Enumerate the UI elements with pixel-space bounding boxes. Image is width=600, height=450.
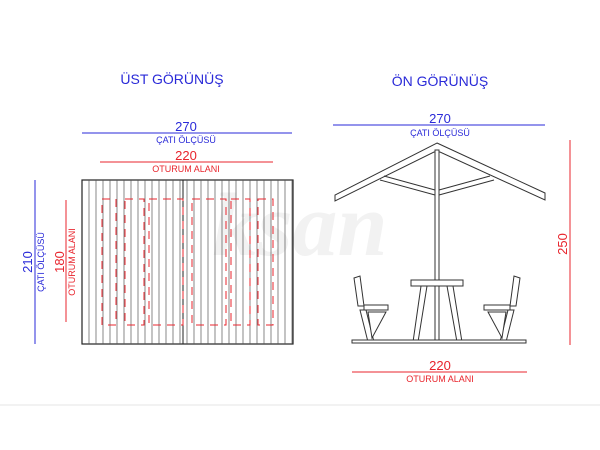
height-value: 250	[555, 233, 570, 255]
table-outline	[124, 198, 145, 326]
roof-outline	[81, 179, 294, 345]
roof-brace	[379, 179, 436, 196]
front-view-title: ÖN GÖRÜNÜŞ	[392, 72, 488, 89]
roof-brace	[438, 179, 495, 196]
bench-outline	[101, 198, 117, 326]
roof-width-label: ÇATI ÖLÇÜSÜ	[410, 128, 470, 138]
roof-depth-value: 210	[20, 251, 35, 273]
bench-back	[353, 275, 365, 307]
roof-slats	[88, 180, 293, 344]
watermark: ksan	[212, 176, 387, 275]
roof-brace	[383, 175, 436, 191]
bench-outline	[257, 198, 274, 326]
table-outline	[191, 198, 227, 326]
seat-width-value: 220	[429, 358, 451, 373]
roof-width-value: 270	[429, 111, 451, 126]
gazebo	[334, 142, 546, 344]
top-view: ÜST GÖRÜNÜŞ 270 ÇATI ÖLÇÜSÜ 220 OTURUM A…	[20, 70, 294, 345]
ground-base	[351, 339, 527, 344]
bench-frame	[487, 311, 507, 340]
bench-back	[509, 275, 521, 307]
bench-frame	[367, 311, 387, 340]
table-outline	[148, 198, 184, 326]
roof-depth-label: ÇATI ÖLÇÜSÜ	[36, 232, 46, 292]
roof-width-label: ÇATI ÖLÇÜSÜ	[156, 135, 216, 145]
seat-depth-value: 180	[52, 251, 67, 273]
front-view: ÖN GÖRÜNÜŞ 270 ÇATI ÖLÇÜSÜ 250	[333, 72, 571, 384]
top-view-title: ÜST GÖRÜNÜŞ	[120, 70, 223, 87]
roof-brace	[438, 175, 491, 191]
table-outline	[230, 198, 251, 326]
table-leg	[446, 285, 463, 343]
table-top	[410, 279, 464, 287]
seat-width-value: 220	[175, 148, 197, 163]
pole	[434, 149, 440, 343]
bench-seat	[363, 304, 389, 311]
seat-width-label: OTURUM ALANI	[406, 374, 474, 384]
seat-depth-label: OTURUM ALANI	[67, 228, 77, 296]
seat-width-label: OTURUM ALANI	[152, 164, 220, 174]
table-leg	[412, 285, 428, 343]
roof-width-value: 270	[175, 119, 197, 134]
bench-seat	[483, 304, 511, 311]
